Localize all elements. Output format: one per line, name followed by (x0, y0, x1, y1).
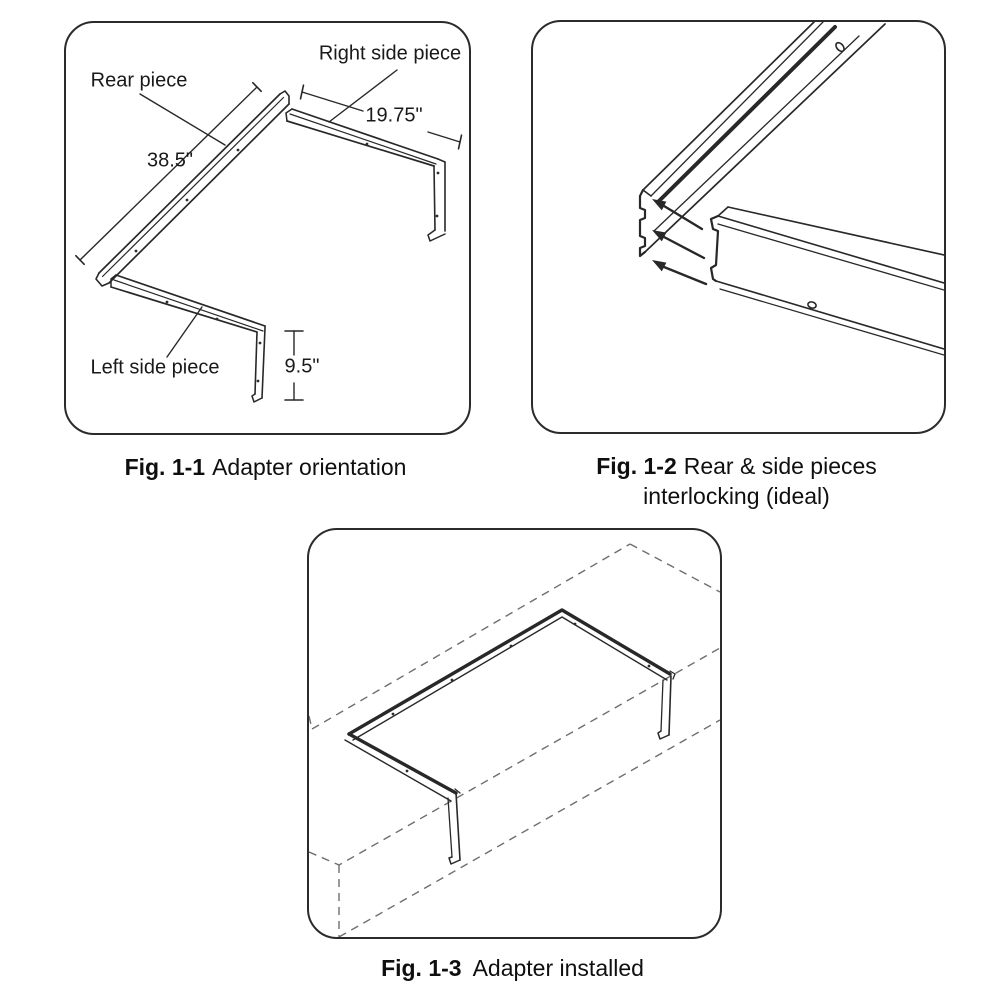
figure-1-1-panel (64, 21, 471, 435)
interlocking-detail-drawing (638, 22, 944, 356)
right-side-piece-leader-line (328, 69, 398, 123)
left-side-piece-leader-line (166, 306, 203, 358)
rear-dimension-line (75, 81, 262, 266)
rear-piece-leader-line (139, 93, 226, 146)
adapter-orientation-drawing (75, 69, 463, 403)
figure-1-2-title-line2: interlocking (ideal) (643, 483, 830, 509)
rear-dimension-label: 38.5" (146, 149, 194, 172)
right-dimension-line (299, 84, 463, 150)
right-side-piece-drawing (285, 108, 446, 242)
rear-piece-drawing (95, 90, 290, 287)
left-dimension-label: 9.5" (284, 355, 320, 378)
figure-1-2-title-line1: Rear & side pieces (683, 453, 877, 479)
figure-1-2-panel (531, 20, 946, 434)
right-dimension-label: 19.75" (365, 104, 423, 127)
side-piece-drawing (709, 206, 944, 356)
left-dimension-line (284, 330, 304, 401)
interlock-arrows (652, 199, 708, 286)
adapter-installed-drawing (309, 543, 720, 937)
countertop-dashed-outline (309, 543, 720, 937)
left-side-piece-drawing (110, 274, 266, 403)
right-side-piece-label: Right side piece (318, 42, 462, 65)
figure-1-3-number: Fig. 1-3 (381, 955, 462, 981)
figure-1-3-caption: Fig. 1-3 Adapter installed (307, 953, 718, 983)
figure-1-1-title: Adapter orientation (212, 454, 407, 480)
rear-channel-drawing (638, 22, 886, 258)
figure-1-1-number: Fig. 1-1 (124, 454, 206, 480)
left-side-piece-label: Left side piece (90, 356, 220, 379)
rear-piece-label: Rear piece (90, 69, 188, 92)
adapter-frame-drawing (344, 608, 676, 865)
figure-1-3-panel (307, 528, 722, 939)
figure-1-3-title: Adapter installed (472, 955, 644, 981)
figure-1-2-number: Fig. 1-2 (596, 453, 677, 479)
